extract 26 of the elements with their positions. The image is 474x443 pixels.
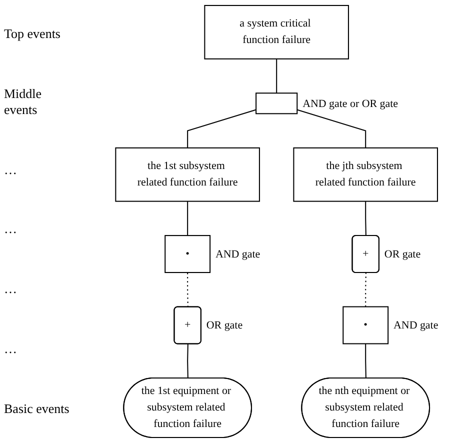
node-box — [256, 92, 298, 114]
node-box: the 1st subsystem related function failure — [115, 147, 260, 202]
gate-label: OR gate — [206, 320, 243, 332]
level-label: Top events — [4, 26, 62, 42]
gate-label: OR gate — [384, 248, 421, 260]
level-label: … — [4, 221, 18, 238]
level-label: … — [4, 281, 18, 298]
node-box: a system critical function failure — [204, 4, 349, 60]
level-label: Middle events — [4, 86, 43, 118]
level-label: … — [4, 162, 18, 178]
connector — [187, 344, 188, 378]
node-box: the jth subsystem related function failure — [293, 147, 438, 202]
level-label: … — [4, 341, 18, 358]
node-box: • — [342, 306, 389, 344]
connector — [276, 58, 278, 94]
connector — [187, 109, 256, 148]
connector — [187, 201, 188, 236]
gate-label: AND gate or OR gate — [302, 98, 398, 110]
gate-label: AND gate — [394, 320, 438, 332]
connector — [365, 344, 366, 378]
connector — [296, 109, 366, 148]
level-label: Basic events — [4, 400, 70, 417]
connector — [187, 272, 188, 308]
gate-label: AND gate — [216, 248, 260, 260]
connector — [365, 201, 366, 236]
node-box: • — [164, 235, 211, 274]
